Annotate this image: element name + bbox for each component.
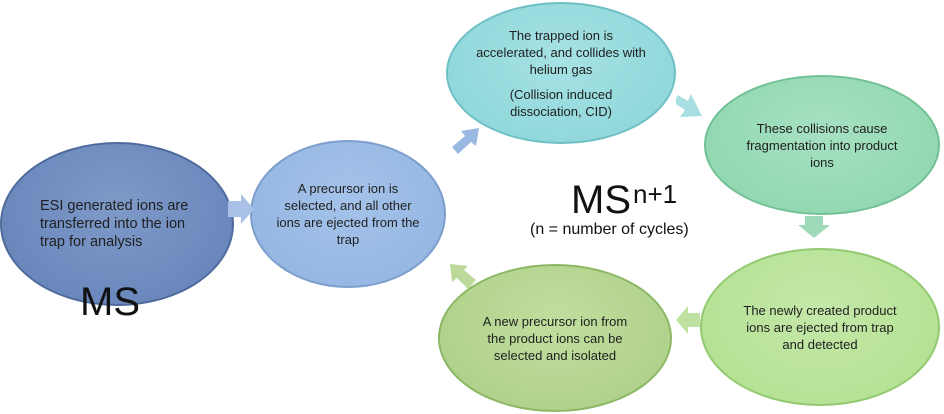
node-accelerate-text: The trapped ion is accelerated, and coll…: [476, 27, 646, 77]
node-ion-accelerated: The trapped ion is accelerated, and coll…: [446, 2, 676, 144]
node-precursor-selected: A precursor ion is selected, and all oth…: [250, 140, 446, 288]
arrow-down-right-icon: [676, 94, 702, 117]
node-new-precursor: A new precursor ion from the product ion…: [438, 264, 672, 412]
ms-label: MS: [80, 280, 140, 324]
cycles-label: (n = number of cycles): [530, 221, 689, 238]
node-accelerate-subtext: (Collision induced dissociation, CID): [509, 86, 613, 119]
node-new-precursor-text: A new precursor ion from the product ion…: [482, 313, 628, 363]
arrow-right-icon: [228, 194, 254, 224]
node-fragmentation: These collisions cause fragmentation int…: [704, 75, 940, 215]
arrow-left-icon: [676, 306, 700, 334]
msn-superscript: n+1: [633, 179, 678, 209]
arrow-up-left-icon: [450, 264, 476, 289]
arrow-up-right-icon: [452, 128, 479, 154]
msn-base: MS: [571, 178, 631, 222]
node-ions-detected: The newly created product ions are eject…: [700, 248, 940, 406]
node-fragmentation-text: These collisions cause fragmentation int…: [746, 120, 898, 170]
node-precursor-text: A precursor ion is selected, and all oth…: [276, 181, 420, 247]
node-esi-ions: ESI generated ions are transferred into …: [0, 142, 234, 306]
node-esi-text: ESI generated ions are transferred into …: [40, 198, 189, 250]
node-detected-text: The newly created product ions are eject…: [743, 302, 897, 352]
arrow-down-icon: [798, 216, 830, 238]
msn-label: MSn+1: [571, 176, 677, 224]
